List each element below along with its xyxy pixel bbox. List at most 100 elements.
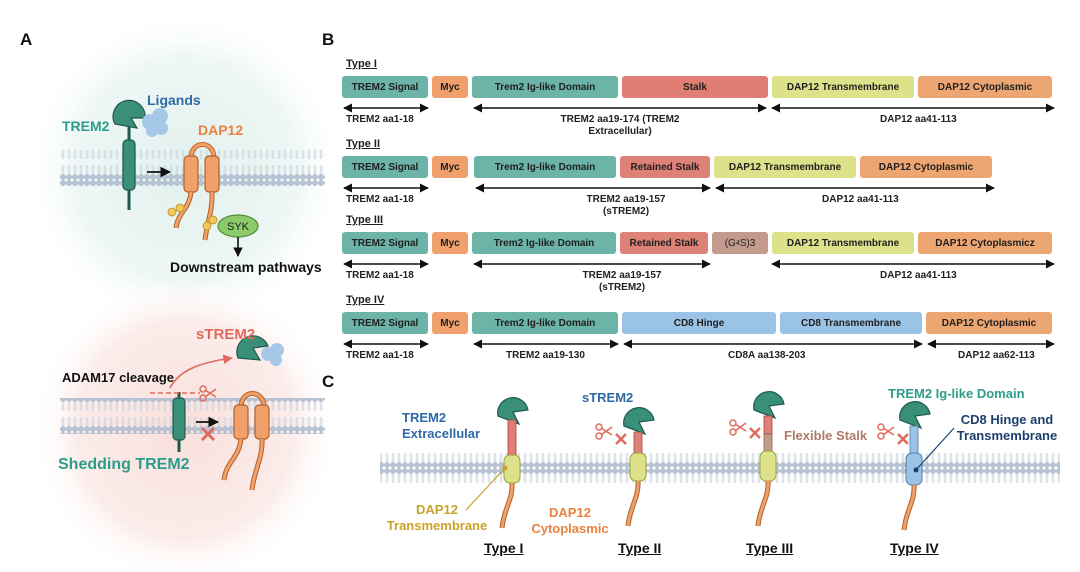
type1-block-stalk: Stalk xyxy=(622,76,768,98)
type4-block-ig: Trem2 Ig-like Domain xyxy=(472,312,618,334)
c-dap12-cyto-label: DAP12 Cytoplasmic xyxy=(530,505,610,537)
construct-type-2 xyxy=(595,407,655,527)
type3-span-3: DAP12 aa41-113 xyxy=(880,270,957,281)
scissors-icon xyxy=(877,423,895,440)
trem2-label: TREM2 xyxy=(62,118,110,134)
c-dap12-tm-text: DAP12 Transmembrane xyxy=(386,502,488,533)
linker-text-sub: 4 xyxy=(735,239,740,247)
type1-block-myc: Myc xyxy=(432,76,468,98)
panel-label-c: C xyxy=(322,372,335,391)
panel-c xyxy=(380,391,1060,531)
release-arrow xyxy=(169,354,233,389)
phospho-icon xyxy=(202,221,212,231)
block-x-icon xyxy=(615,433,627,445)
linker-text-main: (G xyxy=(724,237,736,249)
c-dap12-tm-label: DAP12 Transmembrane xyxy=(382,502,492,534)
c-strem2-label: sTREM2 xyxy=(582,390,634,405)
type3-block-myc: Myc xyxy=(432,232,468,254)
membrane-bottom xyxy=(60,398,325,434)
strem2-released xyxy=(236,335,284,366)
construct-type-1 xyxy=(465,397,529,529)
type3-block-ig: Trem2 Ig-like Domain xyxy=(472,232,616,254)
type3-block-signal: TREM2 Signal xyxy=(342,232,428,254)
type4-span-2: TREM2 aa19-130 xyxy=(506,350,585,361)
type4-block-cyto: DAP12 Cytoplasmic xyxy=(926,312,1052,334)
syk-label: SYK xyxy=(227,221,250,233)
type1-block-ig: Trem2 Ig-like Domain xyxy=(472,76,618,98)
strem2-label: sTREM2 xyxy=(196,326,256,343)
ligand-cloud-icon xyxy=(142,108,168,137)
type3-title: Type III xyxy=(346,214,384,226)
c-type-label-2: Type II xyxy=(618,540,662,556)
downstream-label: Downstream pathways xyxy=(170,259,322,275)
scissors-icon xyxy=(595,423,613,440)
c-trem2-extracellular-label: TREM2 Extracellular xyxy=(402,410,522,442)
type4-block-tm: CD8 Transmembrane xyxy=(780,312,922,334)
type1-block-tm: DAP12 Transmembrane xyxy=(772,76,914,98)
type2-block-cyto: DAP12 Cytoplasmic xyxy=(860,156,992,178)
linker-text-rest: S)3 xyxy=(739,237,756,249)
type2-span-3: DAP12 aa41-113 xyxy=(822,194,899,205)
block-x-icon xyxy=(200,426,216,442)
phospho-icon xyxy=(208,215,218,225)
type4-span-3: CD8A aa138-203 xyxy=(728,350,806,361)
type1-span-3: DAP12 aa41-113 xyxy=(880,114,957,125)
c-type-label-1: Type I xyxy=(484,540,524,556)
type3-span-1: TREM2 aa1-18 xyxy=(346,270,414,281)
shedding-label: Shedding TREM2 xyxy=(58,456,190,473)
type3-span-2: TREM2 aa19-157 (sTREM2) xyxy=(582,270,662,293)
ligands-label: Ligands xyxy=(147,92,201,108)
type1-span-1: TREM2 aa1-18 xyxy=(346,114,414,125)
c-flexible-stalk-label: Flexible Stalk xyxy=(784,428,868,443)
type2-title: Type II xyxy=(346,138,381,150)
phospho-icon xyxy=(167,207,177,217)
syk-node: SYK xyxy=(217,214,259,238)
type4-span-4: DAP12 aa62-113 xyxy=(958,350,1035,361)
type2-block-stalk: Retained Stalk xyxy=(620,156,710,178)
panel-label-a: A xyxy=(20,30,33,49)
membrane-c xyxy=(380,448,1060,484)
type2-block-myc: Myc xyxy=(432,156,468,178)
panel-a: SYK xyxy=(25,10,345,572)
type2-block-ig: Trem2 Ig-like Domain xyxy=(474,156,616,178)
type1-block-signal: TREM2 Signal xyxy=(342,76,428,98)
construct-type-3 xyxy=(729,391,785,527)
block-x-icon xyxy=(749,427,761,439)
shed-trem2-stub xyxy=(172,392,186,452)
type3-block-cyto: DAP12 Cytoplasmicz xyxy=(918,232,1052,254)
panel-b xyxy=(343,103,1055,349)
type4-block-myc: Myc xyxy=(432,312,468,334)
c-trem2-extracellular-text: TREM2 Extracellular xyxy=(402,410,481,441)
panel-label-b: B xyxy=(322,30,335,49)
type2-span-2: TREM2 aa19-157 (sTREM2) xyxy=(586,194,666,217)
scissors-icon xyxy=(729,419,747,436)
dap12-label: DAP12 xyxy=(198,122,244,138)
type4-block-hinge: CD8 Hinge xyxy=(622,312,776,334)
type2-block-tm: DAP12 Transmembrane xyxy=(714,156,856,178)
dap12-dimer-inactive xyxy=(221,391,270,491)
type1-span-2: TREM2 aa19-174 (TREM2 Extracellular) xyxy=(560,114,680,137)
type2-block-signal: TREM2 Signal xyxy=(342,156,428,178)
c-type-label-4: Type IV xyxy=(890,540,939,556)
type3-block-stalk: Retained Stalk xyxy=(620,232,708,254)
block-x-icon xyxy=(897,433,909,445)
construct-type-4 xyxy=(877,401,955,531)
c-ig-domain-label: TREM2 Ig-like Domain xyxy=(888,386,1025,401)
type1-block-cyto: DAP12 Cytoplasmic xyxy=(918,76,1052,98)
adam17-label: ADAM17 cleavage xyxy=(62,370,174,385)
phospho-icon xyxy=(175,203,185,213)
type4-span-1: TREM2 aa1-18 xyxy=(346,350,414,361)
c-cd8-text: CD8 Hinge and Transmembrane xyxy=(956,412,1058,443)
type1-title: Type I xyxy=(346,58,377,70)
type4-block-signal: TREM2 Signal xyxy=(342,312,428,334)
c-type-label-3: Type III xyxy=(746,540,794,556)
type4-title: Type IV xyxy=(346,294,385,306)
type3-block-tm: DAP12 Transmembrane xyxy=(772,232,914,254)
c-cd8-label: CD8 Hinge and Transmembrane xyxy=(952,412,1062,444)
c-dap12-cyto-text: DAP12 Cytoplasmic xyxy=(531,505,609,536)
type2-span-1: TREM2 aa1-18 xyxy=(346,194,414,205)
dap12-dimer xyxy=(167,142,220,241)
scissors-icon xyxy=(199,385,217,402)
